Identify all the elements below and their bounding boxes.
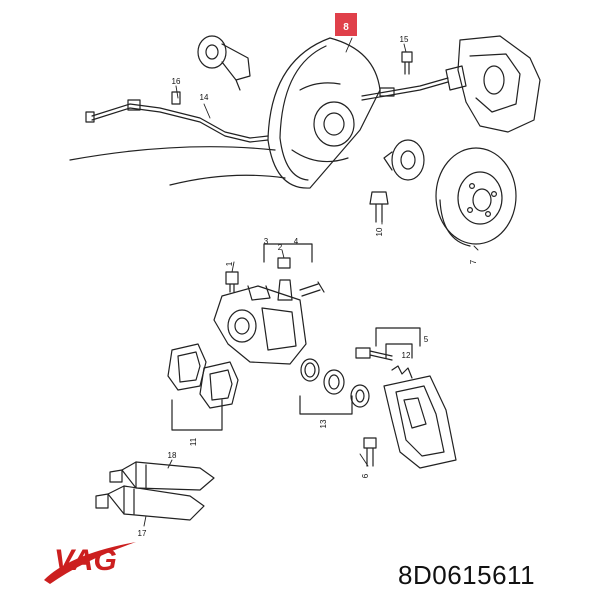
- bleed-screw: [225, 271, 239, 293]
- piston-seals: [300, 358, 370, 408]
- logo-text: VAG: [54, 544, 117, 577]
- backing-plate: [267, 37, 381, 189]
- caliper-housing: [213, 285, 307, 365]
- leader-lines: [143, 37, 479, 527]
- callout-label: 13: [319, 419, 328, 428]
- wheel-hub: [383, 139, 425, 181]
- brake-disc: [435, 147, 517, 247]
- callout-label: 10: [375, 227, 384, 236]
- callout-bracket: [263, 243, 313, 263]
- grease-tube-17: [95, 485, 205, 521]
- caliper-top: [445, 35, 541, 133]
- callout-label: 15: [400, 35, 409, 44]
- callout-label: 16: [172, 77, 181, 86]
- callout-label: 2: [278, 243, 283, 252]
- callout-label: 3: [264, 237, 269, 246]
- body-contour-line: [169, 174, 286, 186]
- callout-bracket: [171, 399, 223, 431]
- cable-bolt: [171, 91, 181, 105]
- callout-label: 17: [138, 529, 147, 538]
- body-contour-line: [69, 146, 276, 161]
- caliper-bolt: [355, 347, 393, 361]
- guide-bolt: [277, 257, 291, 269]
- cable-fitting: [379, 87, 395, 97]
- stub-axle: [197, 35, 251, 91]
- callout-label: 4: [294, 237, 299, 246]
- bolt-10: [369, 191, 389, 223]
- callout-label: 11: [189, 437, 198, 446]
- caliper-bracket: [383, 375, 457, 469]
- callout-bracket: [299, 395, 353, 415]
- brake-pads: [167, 343, 239, 409]
- callout-label: 1: [225, 261, 234, 266]
- guide-pin: [299, 281, 325, 297]
- handbrake-cable: [85, 99, 269, 143]
- callout-bracket: [375, 327, 421, 347]
- callout-bracket: [385, 343, 413, 359]
- callout-label: 5: [424, 335, 429, 344]
- cable-guide: [361, 81, 449, 101]
- bracket-bolt: [363, 437, 377, 467]
- callout-label: 12: [402, 351, 411, 360]
- callout-label: 14: [200, 93, 209, 102]
- callout-label: 18: [168, 451, 177, 460]
- part-number: 8D0615611: [398, 560, 536, 590]
- guide-bolt: [277, 279, 293, 301]
- bolt-15: [401, 51, 413, 75]
- guide-spring: [391, 365, 413, 379]
- callout-label: 7: [469, 259, 478, 264]
- cable-guide: [361, 77, 449, 97]
- highlight-box: [335, 13, 357, 36]
- callout-label: 6: [361, 473, 370, 478]
- highlight-label: 8: [343, 22, 349, 33]
- logo-swoosh: [44, 542, 136, 584]
- vag-logo: VAG: [44, 542, 136, 584]
